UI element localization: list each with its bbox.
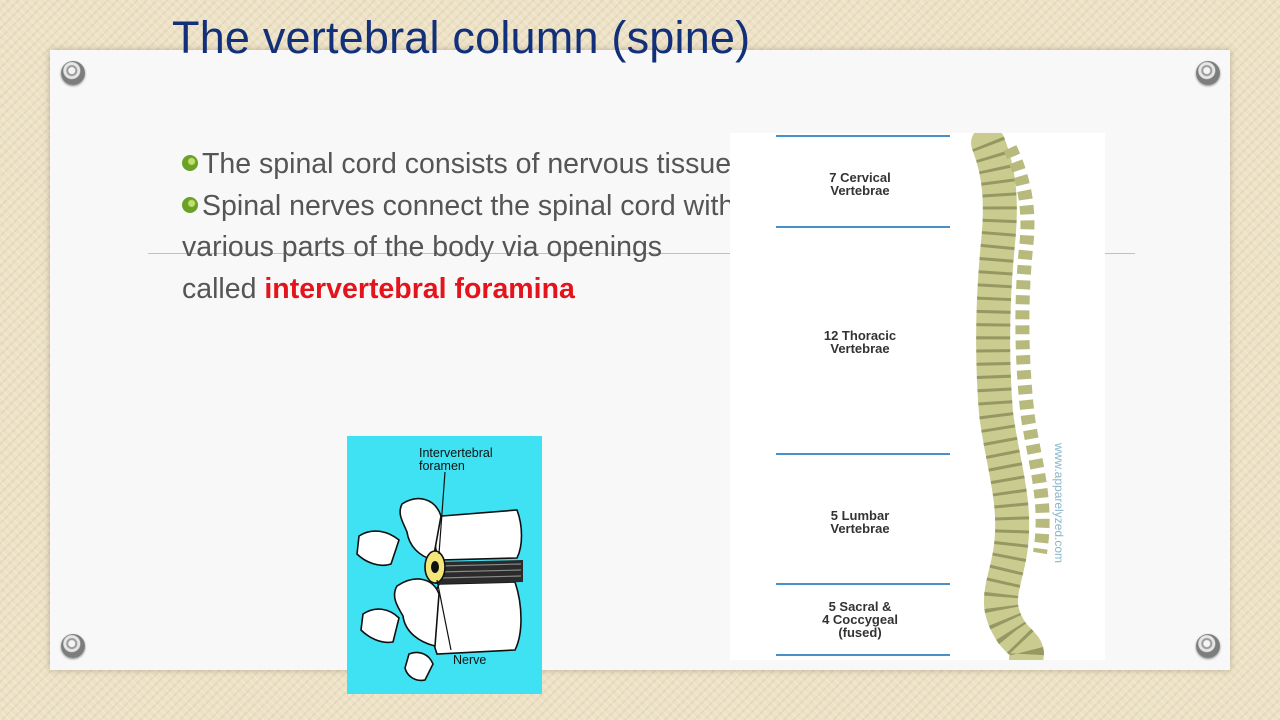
spine-figure: 7 Cervical Vertebrae 12 Thoracic Vertebr… <box>730 133 1105 660</box>
region-label-line: 12 Thoracic <box>823 328 897 343</box>
region-label-line: 4 Coccygeal <box>822 612 898 627</box>
region-label: 5 Lumbar Vertebrae <box>800 509 920 535</box>
bullet-item: Spinal nerves connect the spinal cord wi… <box>182 186 742 311</box>
foramen-drawing <box>356 471 523 682</box>
foramen-label-line: Intervertebral <box>419 446 493 460</box>
region-label-line: Vertebrae <box>830 521 890 536</box>
bullet-icon <box>182 155 198 171</box>
divider-line <box>148 253 1135 254</box>
region-label: 5 Sacral & 4 Coccygeal (fused) <box>800 600 920 639</box>
pin-top-right-icon <box>1196 61 1220 85</box>
region-label-line: 7 Cervical <box>829 170 891 185</box>
pin-top-left-icon <box>61 61 85 85</box>
nerve-label: Nerve <box>453 653 487 667</box>
watermark: www.apparelyzed.com <box>1052 443 1066 564</box>
region-label-line: 5 Sacral & <box>828 599 892 614</box>
highlight-term: intervertebral foramina <box>264 272 575 305</box>
bullet-item: The spinal cord consists of nervous tiss… <box>182 144 742 186</box>
region-label-line: 5 Lumbar <box>830 508 890 523</box>
region-label-line: Vertebrae <box>830 341 890 356</box>
region-label: 7 Cervical Vertebrae <box>800 171 920 197</box>
region-label: 12 Thoracic Vertebrae <box>800 329 920 355</box>
foramen-label: Intervertebral foramen <box>419 447 493 473</box>
bullet-list: The spinal cord consists of nervous tiss… <box>182 144 742 310</box>
slide-title: The vertebral column (spine) <box>172 12 751 63</box>
foramen-label-line: foramen <box>419 459 465 473</box>
spine-drawing <box>776 133 1050 660</box>
pin-bottom-right-icon <box>1196 634 1220 658</box>
foramen-figure: Intervertebral foramen Nerve <box>347 436 542 694</box>
pin-bottom-left-icon <box>61 634 85 658</box>
bullet-icon <box>182 196 198 213</box>
region-label-line: Vertebrae <box>830 183 890 198</box>
bullet-text: The spinal cord consists of nervous tiss… <box>202 148 732 180</box>
bullet-text: Spinal nerves connect the spinal cord wi… <box>182 189 735 305</box>
region-label-line: (fused) <box>838 625 882 640</box>
